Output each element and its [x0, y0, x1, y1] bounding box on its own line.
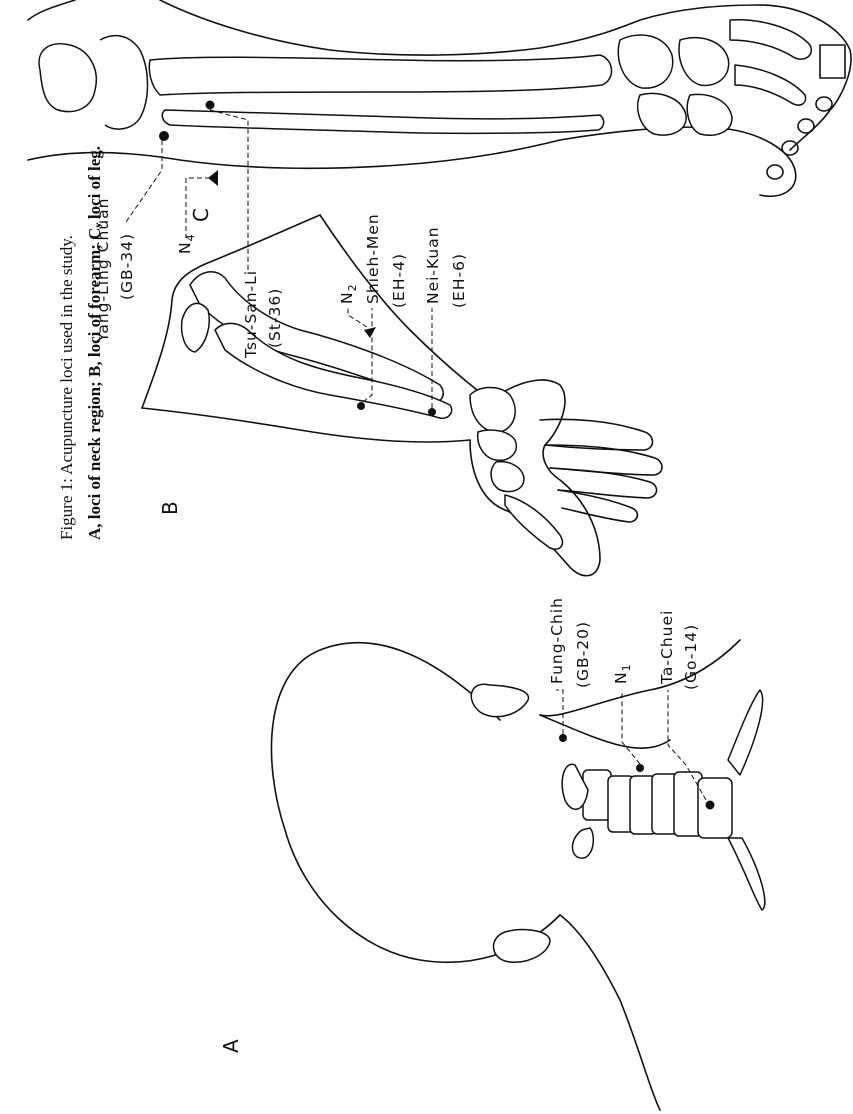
leader-n1: [622, 690, 640, 764]
point-yang-ling-chuan: [159, 131, 169, 141]
point-n2: [364, 327, 376, 338]
finger-3: [550, 468, 657, 498]
label-shieh-men-code: (EH-4): [390, 253, 408, 308]
label-fung-chih: Fung-Chih: [548, 597, 566, 684]
leader-n4: [186, 178, 210, 238]
panel-label-c: C: [189, 208, 213, 222]
label-fung-chih-code: (Go-14)(GB-20): [574, 621, 592, 688]
label-nei-kuan-code: (EH-6): [450, 253, 468, 308]
label-yang-ling-chuan-code: (GB-34): [118, 233, 136, 300]
panel-label-a-visible: A: [219, 1039, 243, 1053]
toe-4: [782, 141, 798, 155]
neck-line-upper: [540, 640, 740, 716]
foot-bones: [618, 20, 811, 135]
label-tsu-san-li-code: (St-36): [266, 288, 284, 348]
label-tsu-san-li: Tsu-San-Li: [242, 270, 260, 359]
tibia: [149, 55, 611, 95]
leader-fung-chih: [556, 690, 563, 734]
femur-patella: [39, 44, 96, 112]
leader-yang-ling-chuan: [126, 140, 162, 222]
fibula: [162, 110, 603, 133]
toe-3: [798, 119, 814, 133]
panel-a-neck: A A Fung-Chih: [219, 597, 765, 1110]
neck-curve: [540, 715, 670, 748]
point-tsu-san-li: [206, 101, 215, 110]
panel-label-b: B: [158, 501, 182, 515]
label-n1: N1: [612, 663, 633, 684]
label-n2: N2: [338, 283, 359, 304]
leg-outline-upper: [28, 0, 75, 20]
label-ta-chuei-code: (Go-14): [682, 624, 700, 690]
ear-upper: [471, 684, 528, 716]
toe-5: [767, 165, 783, 179]
panel-b-forearm: B N2 Shieh-Men (EH-4) Ne: [142, 213, 662, 575]
point-ta-chuei: [706, 801, 715, 810]
label-yang-ling-chuan: Yang-Ling Chüan: [94, 198, 112, 343]
point-nei-kuan: [428, 408, 436, 416]
knee-joint: [100, 36, 148, 129]
caption-line-1: Figure 1: Acupuncture loci used in the s…: [57, 235, 76, 540]
leader-n2: [348, 308, 367, 327]
neck-line-lower: [560, 915, 660, 1110]
label-n4: N4: [176, 233, 197, 254]
label-nei-kuan: Nei-Kuan: [424, 226, 442, 304]
point-n1: [636, 764, 644, 772]
big-toe: [820, 45, 845, 78]
point-shieh-men: [357, 402, 365, 410]
label-shieh-men: Shieh-Men: [364, 213, 382, 304]
finger-4: [558, 490, 637, 522]
leg-outline-outer: [28, 127, 796, 196]
panel-c-leg: C Yang-L: [28, 0, 851, 359]
toe-2: [816, 97, 832, 111]
point-fung-chih: [559, 734, 567, 742]
leader-tsu-san-li: [210, 110, 248, 270]
leg-outline-inner: [160, 0, 760, 55]
ear-lower: [494, 930, 550, 963]
cervical-spine: [562, 690, 765, 910]
label-ta-chuei: Ta-Chuei: [658, 610, 676, 685]
